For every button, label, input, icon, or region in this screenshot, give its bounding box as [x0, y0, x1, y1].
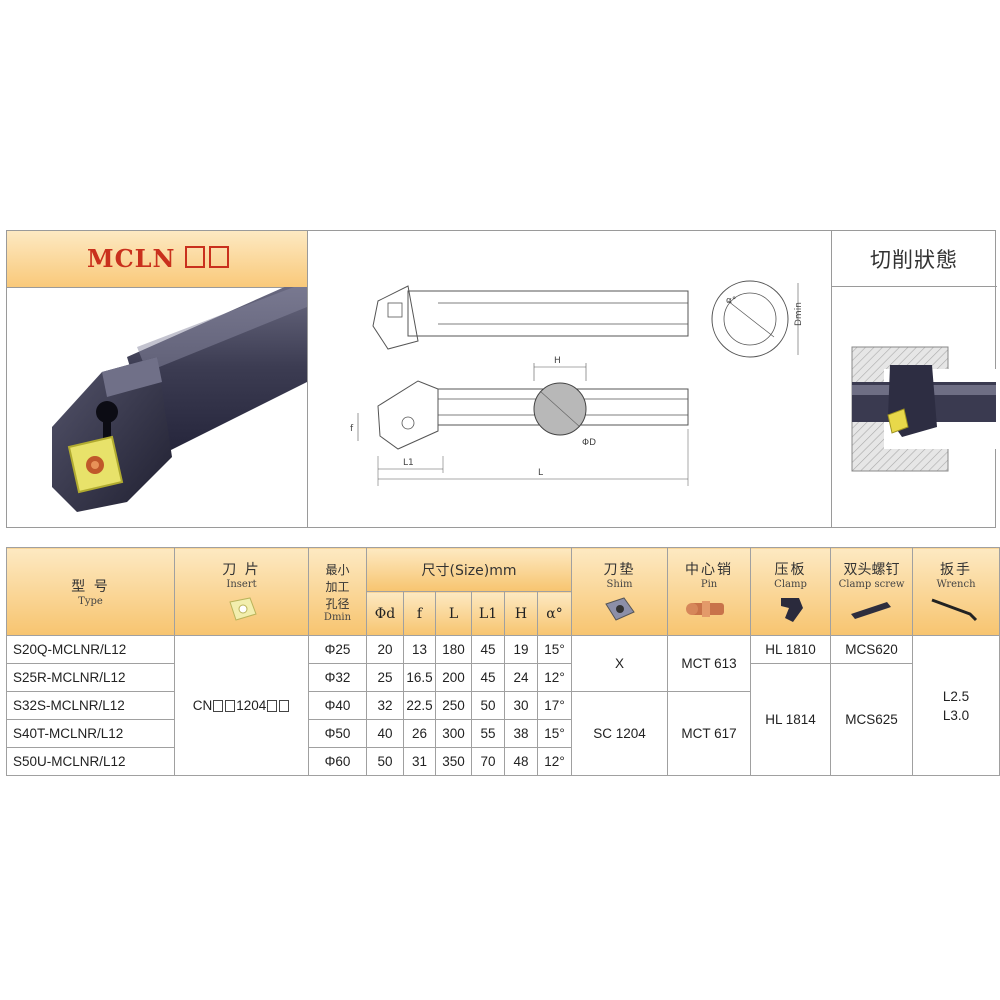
type-cell: S32S-MCLNR/L12 — [6, 691, 175, 720]
header-pin: 中心销 Pin — [667, 547, 752, 636]
shim-thumbnail — [604, 597, 635, 621]
h-label: H — [554, 356, 561, 366]
divider — [831, 231, 832, 527]
header-phi-d: Φd — [366, 591, 404, 636]
h-cell: 19 — [504, 635, 538, 664]
cutting-state-title: 切削狀態 — [870, 248, 958, 272]
header-l1: L1 — [471, 591, 505, 636]
table-row: S25R-MCLNR/L12 Φ32 25 16.5 200 45 24 12°… — [6, 663, 1000, 776]
d-cell: 32 — [366, 691, 404, 720]
dmin-cell: Φ50 — [308, 719, 367, 748]
screw-thumbnail — [850, 602, 891, 619]
clamp-thumbnail — [780, 598, 803, 622]
l1-cell: 70 — [471, 747, 505, 776]
type-cell: S40T-MCLNR/L12 — [6, 719, 175, 748]
l1-cell: 55 — [471, 719, 505, 748]
header-h: H — [504, 591, 538, 636]
cutting-state-header: 切削狀態 — [831, 231, 997, 287]
cutting-state-image — [851, 346, 996, 472]
title-placeholder-boxes — [185, 246, 233, 268]
h-cell: 24 — [504, 663, 538, 692]
shim-cell: X — [571, 635, 669, 692]
l1-cell: 45 — [471, 663, 505, 692]
type-cell: S50U-MCLNR/L12 — [6, 747, 175, 776]
alpha-cell: 12° — [536, 663, 573, 692]
l-label: L — [538, 468, 543, 478]
screw-cell: MCS625 — [830, 663, 914, 776]
tool-overview-panel: MCLN — [6, 230, 997, 528]
specification-table: 型 号 Type 刀 片 Insert 最小 加工 孔径 Dmin 尺寸(Siz… — [6, 547, 1000, 776]
header-alpha: α° — [536, 591, 573, 636]
h-cell: 48 — [504, 747, 538, 776]
insert-thumbnail — [228, 597, 257, 621]
header-l: L — [435, 591, 472, 636]
screw-cell: MCS620 — [830, 635, 914, 664]
pin-cell: MCT 617 — [667, 691, 752, 776]
table-row: S50U-MCLNR/L12 Φ60 50 31 350 70 48 12° — [6, 747, 1000, 776]
clamp-cell: HL 1814 — [750, 663, 832, 776]
pin-cell: MCT 613 — [667, 635, 752, 692]
wrench-cell: L2.5 L3.0 — [912, 635, 1000, 776]
divider — [307, 231, 308, 527]
dmin-label: Dmin — [794, 302, 804, 326]
l-cell: 180 — [435, 635, 472, 664]
alpha-cell: 15° — [536, 719, 573, 748]
table-row: S32S-MCLNR/L12 Φ40 32 22.5 250 50 30 17°… — [6, 691, 1000, 776]
title-banner: MCLN — [7, 231, 307, 288]
alpha-label: α° — [726, 296, 736, 306]
d-cell: 40 — [366, 719, 404, 748]
header-wrench: 扳手 Wrench — [912, 547, 1000, 636]
dmin-cell: Φ25 — [308, 635, 367, 664]
f-cell: 26 — [403, 719, 436, 748]
header-type: 型 号 Type — [6, 547, 175, 636]
l-cell: 350 — [435, 747, 472, 776]
alpha-cell: 12° — [536, 747, 573, 776]
l1-label: L1 — [403, 458, 414, 468]
h-cell: 38 — [504, 719, 538, 748]
header-shim: 刀垫 Shim — [571, 547, 669, 636]
f-cell: 31 — [403, 747, 436, 776]
alpha-cell: 15° — [536, 635, 573, 664]
d-cell: 25 — [366, 663, 404, 692]
header-insert: 刀 片 Insert — [174, 547, 309, 636]
dmin-cell: Φ40 — [308, 691, 367, 720]
clamp-cell: HL 1810 — [750, 635, 832, 664]
f-cell: 16.5 — [403, 663, 436, 692]
dmin-cell: Φ32 — [308, 663, 367, 692]
alpha-cell: 17° — [536, 691, 573, 720]
f-cell: 13 — [403, 635, 436, 664]
header-size: 尺寸(Size)mm — [365, 547, 573, 592]
pin-thumbnail — [686, 601, 725, 617]
l1-cell: 50 — [471, 691, 505, 720]
f-label: f — [350, 424, 354, 434]
l-cell: 300 — [435, 719, 472, 748]
h-cell: 30 — [504, 691, 538, 720]
l1-cell: 45 — [471, 635, 505, 664]
product-title: MCLN — [87, 244, 176, 273]
d-cell: 50 — [366, 747, 404, 776]
type-cell: S25R-MCLNR/L12 — [6, 663, 175, 692]
header-clamp: 压板 Clamp — [750, 547, 832, 636]
header-f: f — [403, 591, 436, 636]
wrench-thumbnail — [931, 598, 978, 622]
header-screw: 双头螺钉 Clamp screw — [830, 547, 914, 636]
type-cell: S20Q-MCLNR/L12 — [6, 635, 175, 664]
tool-holder-image — [52, 287, 307, 512]
l-cell: 200 — [435, 663, 472, 692]
technical-drawing: α° Dmin H ΦD f L1 L — [350, 280, 804, 486]
l-cell: 250 — [435, 691, 472, 720]
dmin-cell: Φ60 — [308, 747, 367, 776]
f-cell: 22.5 — [403, 691, 436, 720]
shim-cell: SC 1204 — [571, 691, 669, 776]
d-cell: 20 — [366, 635, 404, 664]
phi-d-label: ΦD — [582, 438, 596, 448]
header-dmin: 最小 加工 孔径 Dmin — [308, 547, 367, 636]
